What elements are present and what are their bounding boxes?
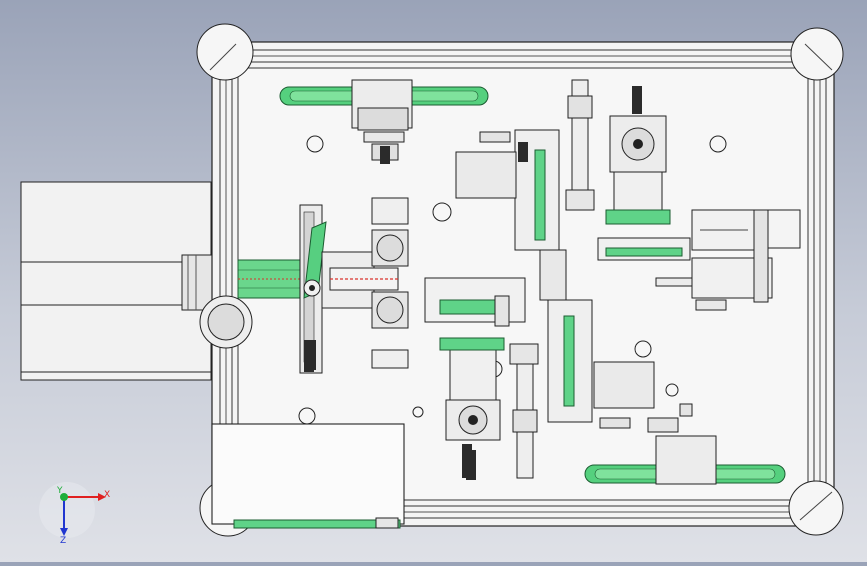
electrical-cabinet[interactable] — [211, 423, 405, 529]
mounting-holes — [298, 135, 727, 425]
gripper-cylinders-left[interactable] — [371, 197, 409, 369]
corner-foot-top-left — [196, 23, 254, 81]
infeed-conveyor[interactable] — [20, 181, 213, 381]
z-axis-label: Z — [60, 536, 66, 546]
y-axis-label: Y — [56, 486, 63, 496]
conveyor-round-post[interactable] — [199, 295, 253, 349]
right-cylinder-block[interactable] — [691, 209, 801, 311]
vertical-slide-lower[interactable] — [547, 299, 655, 429]
spindle-upper[interactable] — [565, 79, 595, 211]
rotary-head-lower[interactable] — [439, 337, 505, 480]
corner-foot-top-right — [790, 27, 844, 81]
center-transfer-plate[interactable] — [539, 237, 697, 301]
spindle-lower[interactable] — [509, 343, 539, 479]
clamp-levers[interactable] — [304, 142, 528, 478]
center-slide-bracket[interactable] — [424, 277, 526, 327]
top-belt-pulley[interactable] — [279, 79, 489, 161]
orientation-triad — [39, 482, 106, 538]
x-axis-label: X — [104, 490, 110, 500]
bottom-belt-pulley[interactable] — [584, 403, 786, 485]
corner-foot-bottom-right — [788, 480, 844, 536]
rotary-head-upper[interactable] — [605, 86, 671, 225]
